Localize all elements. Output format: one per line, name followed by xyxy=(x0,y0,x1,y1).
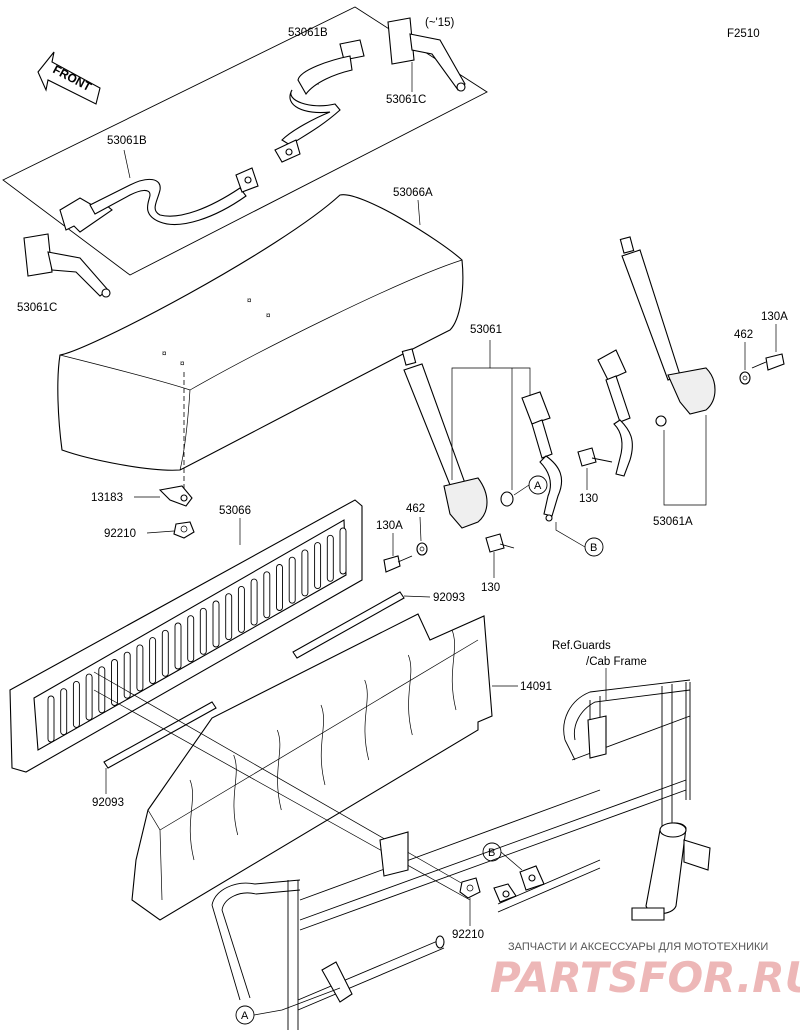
back-panel-rib xyxy=(407,654,413,736)
backrest-slot xyxy=(149,637,157,685)
svg-text:A: A xyxy=(241,1010,249,1022)
label-462-right: 462 xyxy=(734,329,753,341)
seat-cushion-53066A: ¤ ¤ ¤ ¤ xyxy=(57,194,464,471)
back-panel-rib xyxy=(320,704,326,786)
backrest-slot xyxy=(237,585,245,633)
figure-id: F2510 xyxy=(727,28,760,40)
belt-53061A xyxy=(597,236,716,477)
callout-a-top: A xyxy=(528,475,548,495)
bolt-130-right xyxy=(577,447,613,467)
label-53061: 53061 xyxy=(470,324,502,336)
backrest-slot xyxy=(263,571,271,619)
bolt-130-center xyxy=(485,533,515,553)
label-53061A: 53061A xyxy=(653,516,693,528)
back-panel-rib xyxy=(189,779,195,861)
back-panel-14091 xyxy=(131,613,493,921)
callout-b-top: B xyxy=(584,537,604,557)
label-130-right: 130 xyxy=(579,493,598,505)
backrest-slot xyxy=(136,644,144,692)
label-92093-top: 92093 xyxy=(433,592,465,604)
label-462-center: 462 xyxy=(406,503,425,515)
back-panel-rib xyxy=(364,679,370,761)
label-53061C-left: 53061C xyxy=(17,302,57,314)
backrest-slot xyxy=(225,593,233,641)
label-53061B-top: 53061B xyxy=(288,27,328,39)
backrest-slot xyxy=(60,688,68,736)
strip-92093-top xyxy=(292,591,405,659)
bracket-13183 xyxy=(158,485,193,507)
label-13183: 13183 xyxy=(91,492,123,504)
bolt-130A-center xyxy=(383,555,413,573)
svg-text:A: A xyxy=(534,480,542,492)
backrest-slot xyxy=(199,607,207,655)
bracket-bottom xyxy=(493,883,517,903)
backrest-slot xyxy=(85,673,93,721)
callout-a-bottom: A xyxy=(235,1005,255,1025)
front-arrow-icon: FRONT xyxy=(37,51,101,105)
back-panel-rib xyxy=(233,754,239,836)
backrest-slot xyxy=(111,659,118,706)
backrest-slot xyxy=(123,651,131,699)
backrest-slot xyxy=(301,549,309,597)
belt-53061-center xyxy=(401,348,563,529)
label-53066: 53066 xyxy=(219,505,251,517)
backrest-slot xyxy=(326,534,334,582)
bolt-130A-right xyxy=(751,353,785,371)
backrest-slot xyxy=(212,600,220,648)
nut-92210-left xyxy=(173,521,195,539)
washer-462-center xyxy=(416,542,428,556)
svg-text:ЗАПЧАСТИ И АКСЕССУАРЫ ДЛЯ МОТО: ЗАПЧАСТИ И АКСЕССУАРЫ ДЛЯ МОТОТЕХНИКИ xyxy=(508,941,768,953)
buckle-53061C-left xyxy=(23,233,111,298)
label-130A-right: 130A xyxy=(761,311,788,323)
ref-note-line1: Ref.Guards xyxy=(552,640,611,652)
backrest-slot xyxy=(187,615,195,663)
backrest-slots xyxy=(47,527,347,743)
cab-frame xyxy=(211,679,711,1030)
callout-b-bottom: B xyxy=(482,842,502,862)
label-14091: 14091 xyxy=(520,681,552,693)
svg-text:¤: ¤ xyxy=(180,359,185,368)
backrest-slot xyxy=(47,695,55,743)
backrest-slot xyxy=(276,564,283,611)
strip-92093-left xyxy=(103,701,217,769)
label-92210-bottom: 92210 xyxy=(452,929,484,941)
label-53066A: 53066A xyxy=(393,187,433,199)
backrest-slot xyxy=(339,527,347,575)
svg-text:¤: ¤ xyxy=(247,296,252,305)
back-panel-rib xyxy=(276,729,282,811)
svg-text:B: B xyxy=(590,542,597,554)
washer-462-right xyxy=(739,371,751,385)
back-panel-rib xyxy=(451,629,457,711)
nut-92210-bottom xyxy=(459,877,481,899)
back-panel-ribs xyxy=(189,629,457,861)
version-note: (~'15) xyxy=(425,17,455,29)
label-53061C-top: 53061C xyxy=(386,94,426,106)
belt-53061B-left xyxy=(59,167,259,233)
svg-text:¤: ¤ xyxy=(162,349,167,358)
backrest-slot xyxy=(250,578,258,626)
svg-text:PARTSFOR.RU: PARTSFOR.RU xyxy=(490,953,800,1002)
buckle-53061C-top xyxy=(387,17,466,92)
label-92093-left: 92093 xyxy=(92,797,124,809)
belt-53061B-top xyxy=(274,39,365,163)
belt-kit-outline xyxy=(2,6,488,276)
backrest-slot xyxy=(72,680,80,728)
backrest-slot xyxy=(161,629,169,677)
label-53061B-left: 53061B xyxy=(107,135,147,147)
label-130A-center: 130A xyxy=(376,520,403,532)
label-130-center: 130 xyxy=(481,582,500,594)
svg-text:B: B xyxy=(488,847,495,859)
backrest-slot xyxy=(314,542,322,590)
ref-note-line2: /Cab Frame xyxy=(586,656,647,668)
watermark: ЗАПЧАСТИ И АКСЕССУАРЫ ДЛЯ МОТОТЕХНИКИ PA… xyxy=(490,941,800,1002)
svg-text:¤: ¤ xyxy=(266,311,271,320)
label-92210-left: 92210 xyxy=(104,528,136,540)
backrest-slot xyxy=(288,556,296,604)
backrest-slot xyxy=(98,666,106,714)
backrest-slot xyxy=(174,622,182,670)
